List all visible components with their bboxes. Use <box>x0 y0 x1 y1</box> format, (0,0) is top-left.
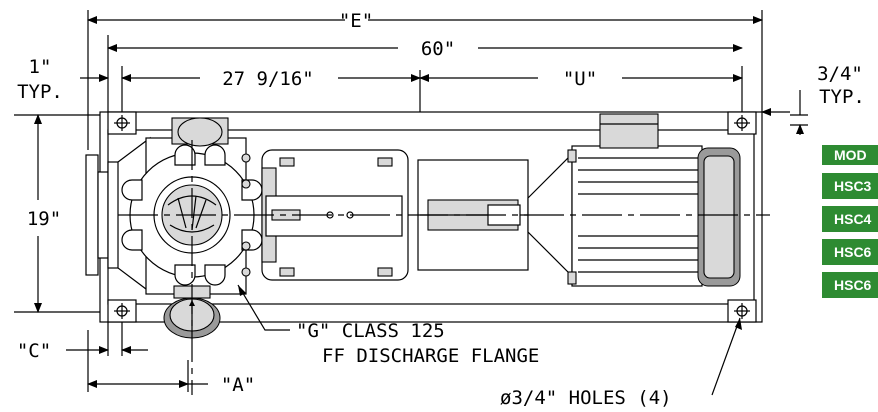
callout-holes: ø3/4" HOLES (4) <box>500 387 672 409</box>
mounting-hole-bottom-left-icon <box>114 303 130 319</box>
model-table-row: HSC3 <box>822 173 878 199</box>
model-table-row: HSC6 <box>822 239 878 265</box>
dim-right-offset-value: 3/4" <box>817 63 863 85</box>
mounting-hole-bottom-right-icon <box>734 303 750 319</box>
model-table-row: HSC6 <box>822 272 878 298</box>
dimension-lines <box>34 16 808 388</box>
dim-suction-offset: "C" <box>17 340 51 362</box>
dimension-labels: "E" 60" 27 9/16" "U" 19" 1" TYP. 3/4" TY… <box>17 10 865 409</box>
leader-lines <box>237 284 742 396</box>
dim-left-offset-value: 1" <box>29 56 52 78</box>
discharge-flange <box>163 285 221 339</box>
model-table: MOD HSC3 HSC4 HSC6 HSC6 <box>822 145 878 305</box>
dim-overall-length: "E" <box>339 10 373 32</box>
mounting-hole-top-right-icon <box>734 115 750 131</box>
motor-fins <box>578 157 698 273</box>
motor <box>527 113 741 287</box>
callout-flange-line2: FF DISCHARGE FLANGE <box>322 345 539 367</box>
mounting-holes <box>114 115 750 319</box>
dim-height: 19" <box>27 208 61 230</box>
model-table-header: MOD <box>822 145 878 165</box>
callout-flange-line1: "G" CLASS 125 <box>296 320 445 342</box>
mounting-hole-top-left-icon <box>114 115 130 131</box>
dim-discharge-offset: "A" <box>221 374 255 396</box>
dim-motor-span: "U" <box>563 68 597 90</box>
center-lines <box>118 140 770 395</box>
dim-pump-to-coupling: 27 9/16" <box>222 68 314 90</box>
dim-right-offset-note: TYP. <box>819 86 865 108</box>
dim-rail-length: 60" <box>421 38 455 60</box>
dim-left-offset-note: TYP. <box>17 81 63 103</box>
model-table-row: HSC4 <box>822 206 878 232</box>
